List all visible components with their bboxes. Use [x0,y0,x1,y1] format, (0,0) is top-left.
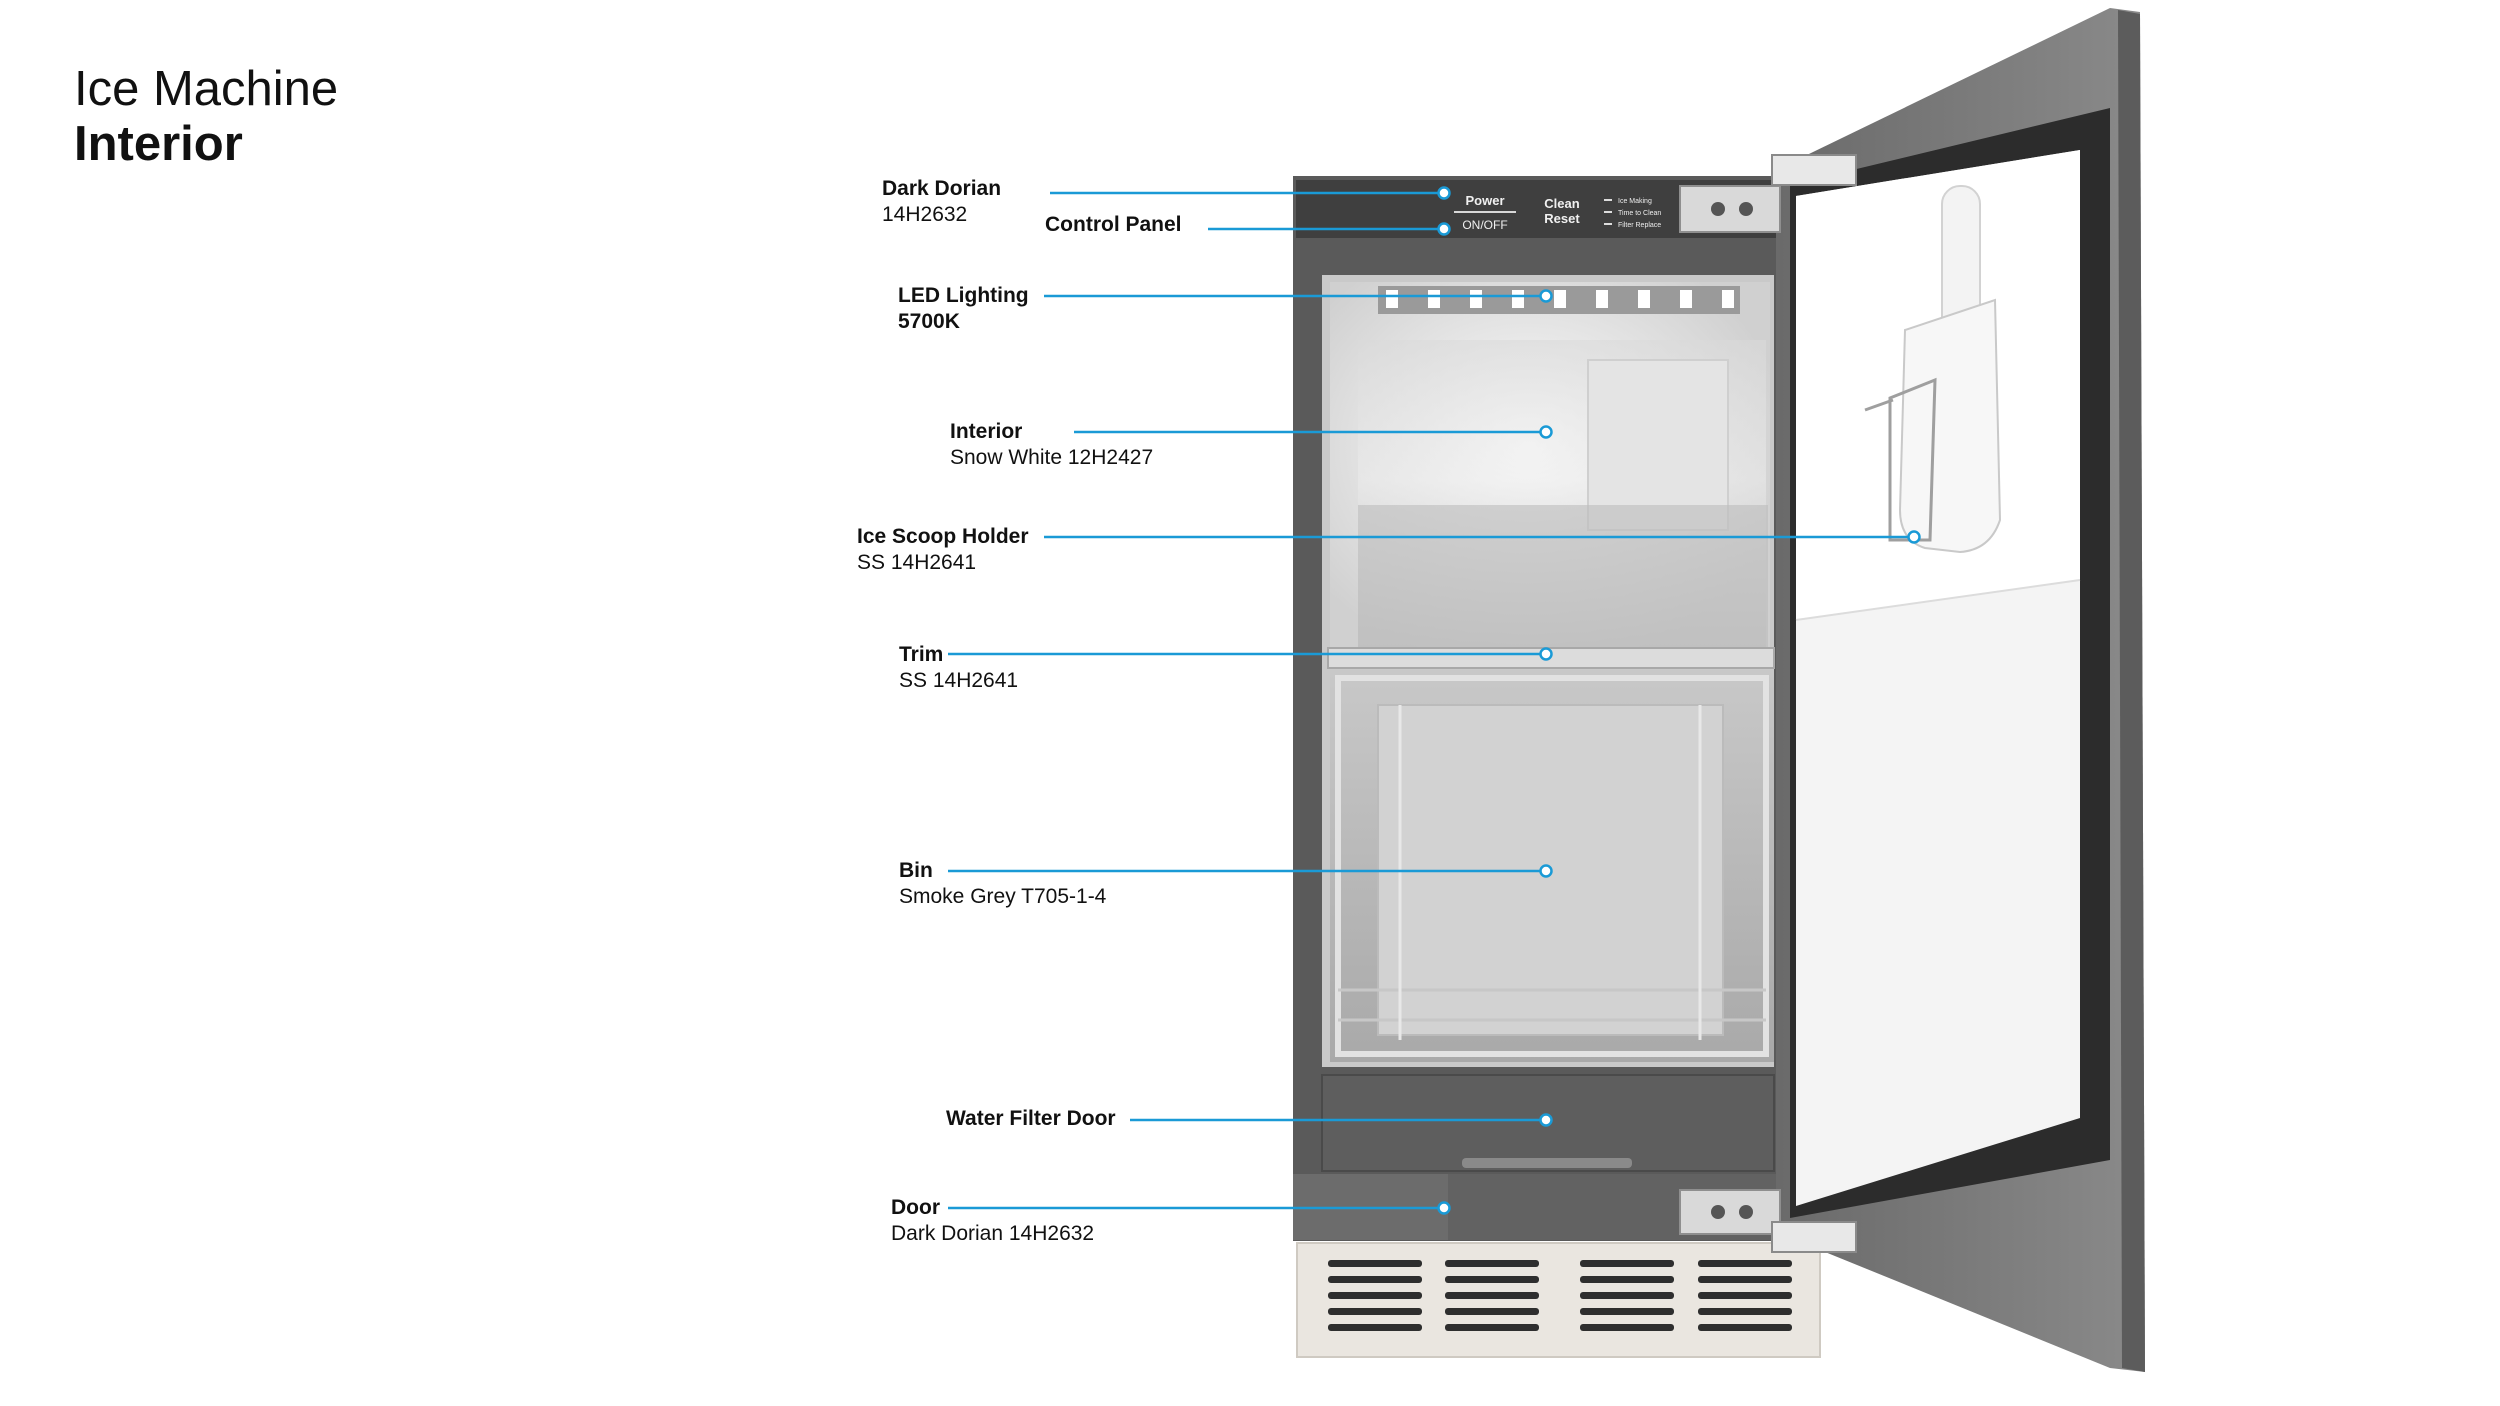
callout-ice-scoop-holder: Ice Scoop Holder SS 14H2641 [857,524,1029,576]
panel-power-label: Power [1465,193,1504,208]
callout-bin: Bin Smoke Grey T705-1-4 [899,858,1106,910]
leader-lines [948,186,1921,1215]
indicator-ice-making: Ice Making [1618,198,1652,205]
callout-dark-dorian-name: Dark Dorian [882,177,1002,200]
callout-interior-name: Interior [950,420,1023,443]
indicator-filter-replace: Filter Replace [1618,222,1661,229]
callout-interior: Interior Snow White 12H2427 [950,419,1153,471]
callout-water-filter-door-name: Water Filter Door [946,1107,1116,1130]
callout-interior-sub: Snow White 12H2427 [950,446,1154,469]
panel-indicators: Ice Making Time to Clean Filter Replace [1604,198,1661,229]
callout-water-filter-door: Water Filter Door [946,1106,1116,1132]
indicator-time-to-clean: Time to Clean [1618,210,1661,217]
callout-led-lighting: LED Lighting 5700K [898,283,1029,335]
ice-scoop-icon [1864,185,2002,554]
panel-reset-label: Reset [1544,211,1580,226]
panel-clean-label: Clean [1544,196,1579,211]
title-line-1: Ice Machine [74,62,339,116]
callout-ice-scoop-holder-sub: SS 14H2641 [857,551,977,574]
back-wall-panel [1587,359,1729,531]
page-title: Ice Machine Interior [74,62,338,172]
top-hinge-icon [1679,154,1857,233]
ice-bin [1330,670,1774,1062]
callout-bin-sub: Smoke Grey T705-1-4 [899,885,1107,908]
led-lighting-strip [1378,286,1740,314]
callout-control-panel: Control Panel [1045,212,1182,238]
title-line-2: Interior [74,116,243,171]
callout-led-lighting-sub: 5700K [898,310,960,333]
callout-door-name: Door [891,1196,940,1219]
callout-ice-scoop-holder-name: Ice Scoop Holder [857,525,1029,548]
callout-bin-name: Bin [899,859,933,882]
callout-trim-name: Trim [899,643,944,666]
callout-dark-dorian-sub: 14H2632 [882,203,968,226]
callout-control-panel-name: Control Panel [1045,213,1182,236]
callout-door-sub: Dark Dorian 14H2632 [891,1222,1095,1245]
callout-trim: Trim SS 14H2641 [899,642,1018,694]
kick-plate-grille [1296,1242,1821,1358]
callout-led-lighting-name: LED Lighting [898,284,1029,307]
callout-dark-dorian: Dark Dorian 14H2632 [882,176,1001,228]
panel-onoff-label: ON/OFF [1462,218,1507,232]
bottom-hinge-icon [1679,1189,1857,1253]
callout-door: Door Dark Dorian 14H2632 [891,1195,1094,1247]
callout-trim-sub: SS 14H2641 [899,669,1019,692]
open-door [1776,8,2145,1372]
